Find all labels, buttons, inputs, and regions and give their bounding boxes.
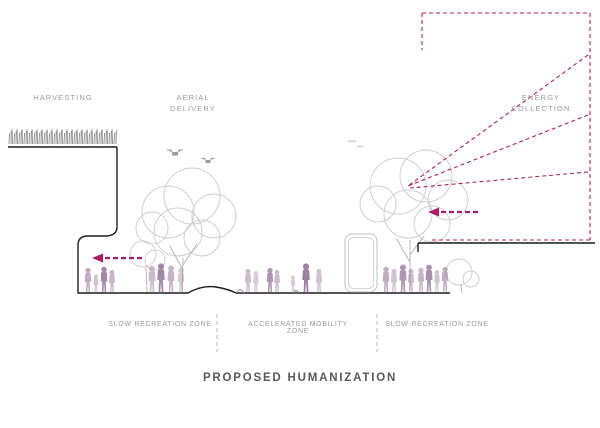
drone-icon [200,157,216,164]
harvesting-label: HARVESTING [33,93,93,102]
transit-capsule [344,233,378,293]
zone-label-accelerated-mobility: ACCELERATED MOBILITY ZONE [248,321,348,335]
zone-label-slow-recreation-left: SLOW RECREATION ZONE [108,321,212,328]
left-tree-cluster [129,167,237,294]
right-flow-arrow [428,207,478,217]
diagram-title: PROPOSED HUMANIZATION [202,372,398,384]
drone-icon [166,149,184,156]
energy-collection-label: ENERGY COLLECTION [511,93,571,114]
aerial-delivery-label: AERIAL DELIVERY [170,93,216,114]
zone-label-slow-recreation-right: SLOW RECREATION ZONE [385,321,489,328]
people-figures [84,263,449,293]
grass-texture [8,129,117,147]
left-flow-arrow [92,253,142,263]
zone-separators [216,314,378,352]
bird-icon [347,140,364,148]
energy-flow-lines [407,12,593,241]
section-ground-lines [8,146,595,294]
